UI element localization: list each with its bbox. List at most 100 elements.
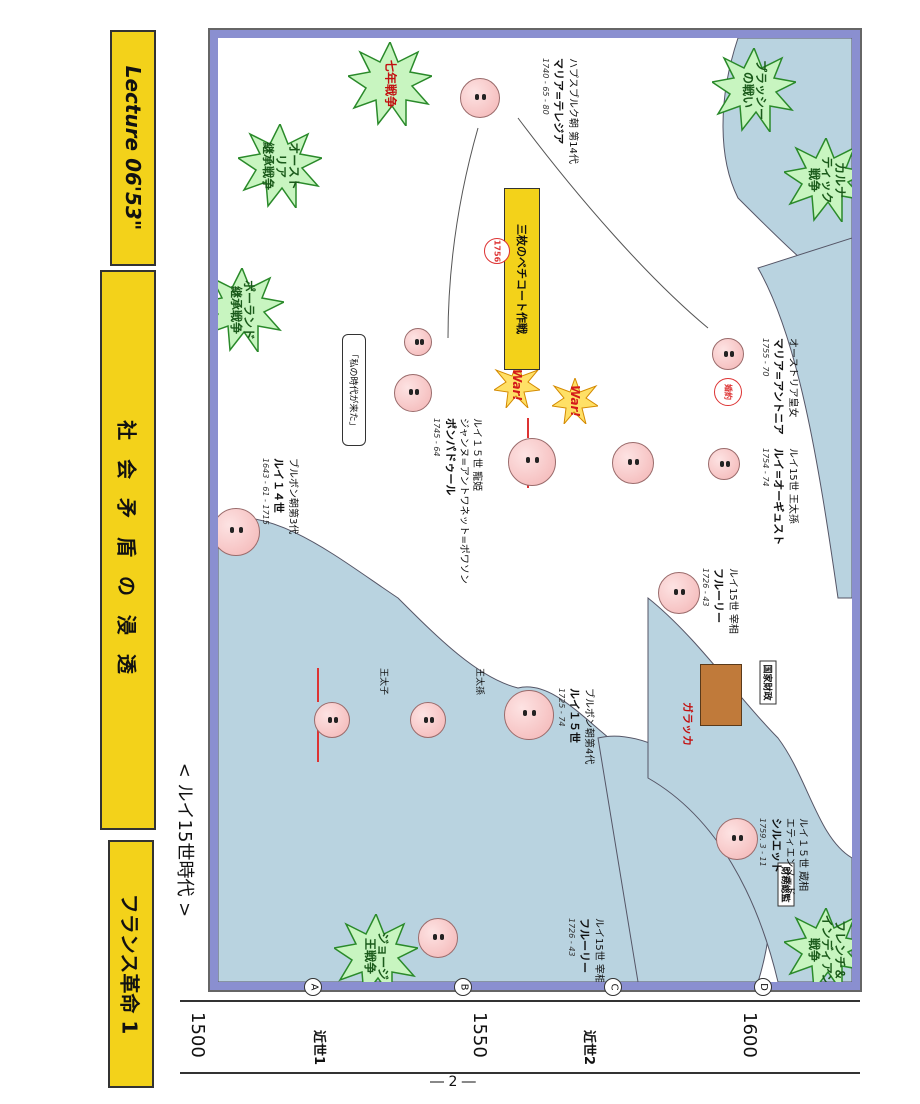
war-seven-years-name: 七年戦争	[383, 59, 398, 108]
maria-theresa-years: 1740 - 65 - 80	[541, 58, 550, 115]
silhouette-name: シルエット	[770, 818, 783, 873]
fleury2-years: 1726 - 43	[567, 918, 576, 957]
war-polish-succession-name: ポーランド 継承戦争	[229, 279, 257, 340]
war-polish-succession: ポーランド 継承戦争	[218, 268, 284, 352]
war-austrian-succession: オースト リア 継承戦争	[238, 124, 322, 208]
war-marker-2: War!	[550, 376, 600, 426]
fleury-figure-1	[658, 572, 700, 614]
row-marker-d: D	[754, 978, 772, 996]
fleury1-name: フルーリー	[712, 568, 726, 623]
marie-antoinette-figure	[712, 338, 744, 370]
reversal-banner: 三枚のベチコート作戦	[504, 188, 540, 370]
row-marker-b: B	[454, 978, 472, 996]
war-plassey-name: プラッシー の戦い	[741, 59, 769, 120]
fleury2-label: ルイ15世 宰相 フルーリー 1726 - 43	[565, 918, 604, 984]
pompadour-label: ルイ１５世 寵姫 ジャンヌ=アントワネット=ポワソン ポンパドゥール 1745 …	[430, 418, 483, 584]
fleury1-years: 1726 - 43	[701, 568, 710, 607]
marie-antoinette-label: オーストリア皇女 マリア=アントニア 1755 - 70	[759, 338, 798, 435]
louis14-title: ブルボン朝第3代	[287, 458, 298, 535]
heart-year: 1756	[492, 239, 502, 263]
prince-figure	[314, 702, 350, 738]
fleury1-label: ルイ15世 宰相 フルーリー 1726 - 43	[699, 568, 738, 634]
louis14-name: ルイ１４世	[272, 458, 286, 513]
timeline-bar: 1500 1550 1600 近世1 近世2	[180, 1000, 860, 1074]
page-number: ― 2 ―	[430, 1074, 476, 1090]
map-panel: オースト リア 継承戦争 ポーランド 継承戦争 七年戦争 プラッシー の戦い カ…	[208, 28, 862, 992]
row-marker-c: C	[604, 978, 622, 996]
national-finance-label: 国家財政	[759, 660, 777, 705]
dauphin-name: ルイ=オーギュスト	[772, 448, 786, 546]
war-king-george-name: ジョージ 王戦争	[363, 932, 391, 980]
war-austrian-succession-name: オースト リア 継承戦争	[260, 141, 301, 190]
pompadour-figure	[394, 374, 432, 412]
war-french-indian: フレンチ＆ インディアン 戦争	[784, 908, 852, 982]
war-plassey: プラッシー の戦い	[712, 48, 796, 132]
war-marker-2-text: War!	[568, 385, 582, 417]
heart-icon: 1756	[484, 238, 510, 264]
chapter-label: フランス革命 1	[117, 893, 142, 1035]
dauphin-figure	[708, 448, 740, 480]
fleury2-name: フルーリー	[578, 918, 592, 973]
dauphin-label: ルイ15世 王太孫 ルイ=オーギュスト 1754 - 74	[759, 448, 798, 546]
era-caption-box: < ルイ15世時代 >	[166, 740, 206, 940]
marriage-text: 婚約	[723, 384, 733, 400]
louis14-years: 1643 - 61 - 1715	[261, 458, 270, 525]
silhouette-years: 1759. 3 - 11	[758, 818, 768, 867]
louis15-years: 1725 - 74	[557, 688, 566, 727]
louis14-figure	[218, 508, 260, 556]
section-title-banner: 社 会 矛 盾 の 浸 透	[100, 270, 156, 830]
era-caption: < ルイ15世時代 >	[174, 762, 195, 918]
grandson-figure	[410, 702, 446, 738]
row-marker-a: A	[304, 978, 322, 996]
section-title: 社 会 矛 盾 の 浸 透	[114, 420, 139, 680]
louis15-name: ルイ１５世	[568, 688, 582, 743]
marie-antoinette-name: マリア=アントニア	[772, 338, 786, 435]
era-early-modern-2: 近世2	[581, 1030, 596, 1066]
louis15-label: ブルボン朝第4代 ルイ１５世 1725 - 74	[555, 688, 594, 765]
louis15-title: ブルボン朝第4代	[583, 688, 594, 765]
war-carnatic: カルナ ティック 戦争	[784, 138, 852, 222]
maria-theresa-label: ハプスブルク朝 第14代 マリア=テレジア 1740 - 65 - 80	[539, 58, 578, 164]
year-1600: 1600	[739, 1012, 760, 1058]
pompadour-title: ルイ１５世 寵姫	[471, 418, 482, 492]
war-carnatic-name: カルナ ティック 戦争	[806, 156, 847, 204]
pompadour-years: 1745 - 64	[432, 418, 442, 457]
marie-antoinette-title: オーストリア皇女	[787, 338, 798, 418]
row-marker-a-text: A	[308, 983, 319, 991]
year-1550: 1550	[469, 1012, 490, 1058]
pompadour-subname: ジャンヌ=アントワネット=ポワソン	[458, 418, 470, 584]
dauphin-title: ルイ15世 王太孫	[787, 448, 798, 524]
war-king-george: ジョージ 王戦争	[334, 914, 418, 982]
marie-antoinette-years: 1755 - 70	[761, 338, 770, 377]
silhouette-title: ルイ１５世 蔵相	[797, 818, 808, 892]
maria-theresa-name: マリア=テレジア	[552, 58, 566, 145]
war-marker-1: War!	[492, 360, 542, 410]
quote-text: 「私の時代が来た」	[347, 349, 358, 431]
lecture-time: Lecture 06'53"	[121, 65, 145, 231]
maria-theresa-figure	[460, 78, 500, 118]
quote-bubble: 「私の時代が来た」	[342, 334, 366, 446]
lecture-banner: Lecture 06'53"	[110, 30, 156, 266]
maria-theresa-title: ハプスブルク朝 第14代	[567, 58, 578, 164]
marriage-heart-icon: 婚約	[714, 378, 742, 406]
fleury2-title: ルイ15世 宰相	[593, 918, 604, 984]
louis15-figure	[504, 690, 554, 740]
row-marker-b-text: B	[458, 983, 469, 991]
fleury1-title: ルイ15世 宰相	[727, 568, 738, 634]
louis15-figure-2	[612, 442, 654, 484]
war-marker-1-text: War!	[510, 369, 524, 401]
clink-text: ガラッカ	[681, 702, 694, 746]
prince-label: 王太子	[378, 668, 388, 696]
austria-face	[404, 328, 432, 356]
silhouette-figure	[716, 818, 758, 860]
pompadour-name: ポンパドゥール	[444, 418, 457, 496]
row-marker-c-text: C	[607, 983, 619, 991]
silhouette-label: ルイ１５世 蔵相 エティエンヌ=ド シルエット 1759. 3 - 11	[756, 818, 809, 896]
reversal-text: 三枚のベチコート作戦	[515, 224, 528, 334]
fleury-figure-2	[418, 918, 458, 958]
chapter-banner: フランス革命 1	[108, 840, 154, 1088]
era-early-modern-1: 近世1	[311, 1030, 326, 1066]
dauphin-years: 1754 - 74	[761, 448, 770, 487]
louis15-adult-figure	[508, 438, 556, 486]
treasury-chest-icon	[700, 664, 742, 726]
